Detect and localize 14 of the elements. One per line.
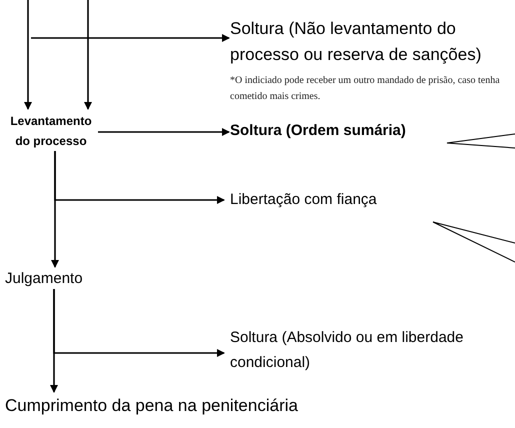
step-label: Soltura (Não levantamento do processo ou reserva de sanções) [230,16,515,68]
step-label: Soltura (Ordem sumária) [230,121,460,141]
arrow [51,151,59,268]
arrow [98,128,230,136]
step-label: Julgamento [5,269,125,289]
arrow [50,289,58,393]
step-label: Libertação com fiança [230,190,450,210]
footnote: *O indiciado pode receber um outro mandado de prisão, caso tenha cometido mais crimes. [230,74,501,104]
arrow [31,34,230,42]
arrow [84,0,92,110]
step-label: Levantamento do processo [4,111,98,151]
arrow [24,0,32,110]
step-label: Cumprimento da pena na penitenciária [5,394,405,418]
step-label: Soltura (Absolvido ou em liberdade condicional) [230,325,515,375]
